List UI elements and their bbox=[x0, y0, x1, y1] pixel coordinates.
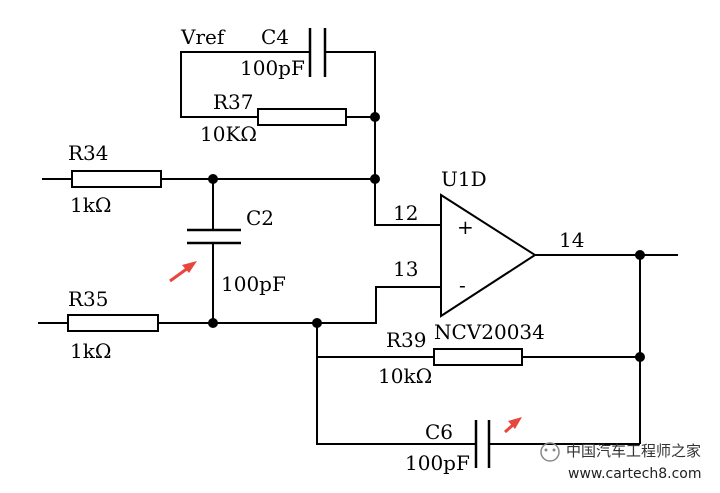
wire-c6-left bbox=[316, 323, 476, 445]
pin14-label: 14 bbox=[559, 228, 584, 252]
junction-dot bbox=[312, 318, 322, 328]
c6-name-label: C6 bbox=[425, 420, 453, 444]
junction-dot bbox=[370, 112, 380, 122]
arrow-c2-shaft bbox=[169, 266, 189, 283]
pin12-label: 12 bbox=[393, 201, 418, 225]
u1d-name-label: U1D bbox=[441, 167, 487, 191]
r35-name-label: R35 bbox=[68, 287, 109, 311]
wire-vref-r37 bbox=[180, 87, 258, 118]
r35-resistor bbox=[67, 314, 159, 332]
c2-value-label: 100pF bbox=[221, 272, 286, 296]
r37-resistor bbox=[257, 108, 347, 126]
arrow-c6-head-icon bbox=[508, 417, 522, 429]
junction-dot bbox=[370, 174, 380, 184]
r37-value-label: 10KΩ bbox=[200, 122, 257, 146]
c4-name-label: C4 bbox=[261, 25, 289, 49]
watermark-url: www.cartech8.com bbox=[568, 466, 701, 482]
r35-value-label: 1kΩ bbox=[70, 339, 111, 363]
r37-name-label: R37 bbox=[213, 90, 254, 114]
watermark: 中国汽车工程师之家 www.cartech8.com bbox=[540, 442, 701, 482]
opamp-plus-sign: + bbox=[457, 215, 474, 239]
junction-dot bbox=[635, 250, 645, 260]
watermark-title: 中国汽车工程师之家 bbox=[566, 442, 701, 460]
wire-c4-node-pin12 bbox=[325, 51, 441, 226]
c2-name-label: C2 bbox=[246, 206, 274, 230]
c6-value-label: 100pF bbox=[405, 451, 470, 475]
pin13-label: 13 bbox=[393, 257, 418, 281]
junction-dot bbox=[635, 352, 645, 362]
wire-vref-c4 bbox=[180, 51, 310, 87]
wires bbox=[38, 51, 678, 445]
r34-value-label: 1kΩ bbox=[70, 193, 111, 217]
r39-value-label: 10kΩ bbox=[378, 364, 432, 388]
opamp-minus-sign: - bbox=[459, 273, 466, 297]
wechat-icon bbox=[540, 442, 560, 462]
junctions bbox=[208, 112, 645, 362]
junction-dot bbox=[208, 174, 218, 184]
r39-name-label: R39 bbox=[386, 328, 427, 352]
opamp-part-label: NCV20034 bbox=[434, 320, 545, 344]
junction-dot bbox=[208, 318, 218, 328]
arrow-c2-head-icon bbox=[182, 261, 197, 273]
annotation-arrows bbox=[169, 261, 522, 434]
wechat-icon-eye bbox=[552, 448, 556, 452]
resistors bbox=[67, 108, 523, 366]
vref-label: Vref bbox=[180, 25, 226, 49]
r34-name-label: R34 bbox=[68, 141, 109, 165]
wechat-icon-eye bbox=[544, 448, 548, 452]
opamp-triangle bbox=[440, 193, 537, 318]
capacitors bbox=[187, 28, 491, 468]
r39-resistor bbox=[433, 348, 523, 366]
wire-r35-pin13 bbox=[158, 286, 441, 324]
c4-value-label: 100pF bbox=[240, 56, 305, 80]
r34-resistor bbox=[71, 170, 162, 188]
